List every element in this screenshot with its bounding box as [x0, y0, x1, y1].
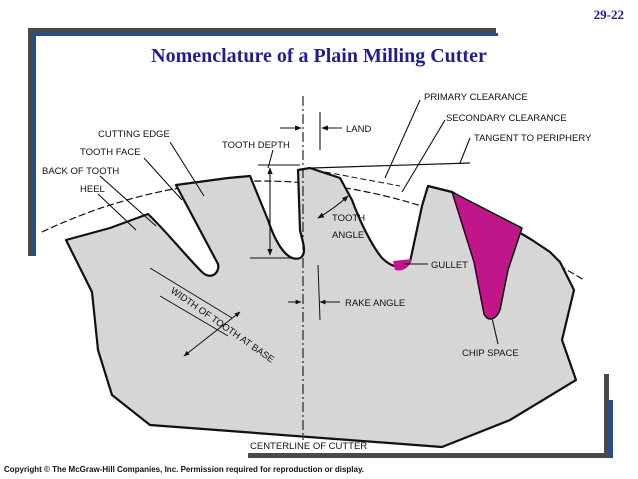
label-heel: HEEL: [80, 184, 105, 195]
gullet-fill: [393, 259, 412, 271]
frame-right-bar: [604, 374, 609, 458]
label-cutting-edge: CUTTING EDGE: [98, 129, 170, 140]
label-rake-angle: RAKE ANGLE: [345, 298, 405, 309]
frame-left-accent: [33, 34, 36, 256]
frame-right-accent: [609, 400, 613, 458]
slide-title: Nomenclature of a Plain Milling Cutter: [151, 45, 487, 67]
label-chip-space: CHIP SPACE: [462, 348, 519, 359]
label-centerline-of-cutter: CENTERLINE OF CUTTER: [250, 441, 367, 452]
chip-space-fill: [450, 190, 523, 320]
label-tooth-face: TOOTH FACE: [80, 147, 141, 158]
label-back-of-tooth: BACK OF TOOTH: [42, 166, 119, 177]
frame-bottom-bar: [248, 453, 610, 458]
label-land: LAND: [346, 124, 371, 135]
copyright-notice: Copyright © The McGraw-Hill Companies, I…: [4, 465, 365, 474]
label-gullet: GULLET: [431, 260, 468, 271]
label-secondary-clearance: SECONDARY CLEARANCE: [446, 113, 567, 124]
label-primary-clearance: PRIMARY CLEARANCE: [424, 92, 528, 103]
cutter-body: [64, 166, 578, 449]
label-angle: ANGLE: [332, 230, 364, 241]
slide-number: 29-22: [593, 7, 624, 22]
frame-top-accent: [32, 33, 498, 36]
label-tooth-depth: TOOTH DEPTH: [222, 140, 290, 151]
frame-left-bar: [28, 28, 33, 256]
label-tangent-to-periphery: TANGENT TO PERIPHERY: [474, 133, 592, 144]
frame-top-bar: [28, 28, 496, 34]
label-tooth: TOOTH: [332, 213, 365, 224]
